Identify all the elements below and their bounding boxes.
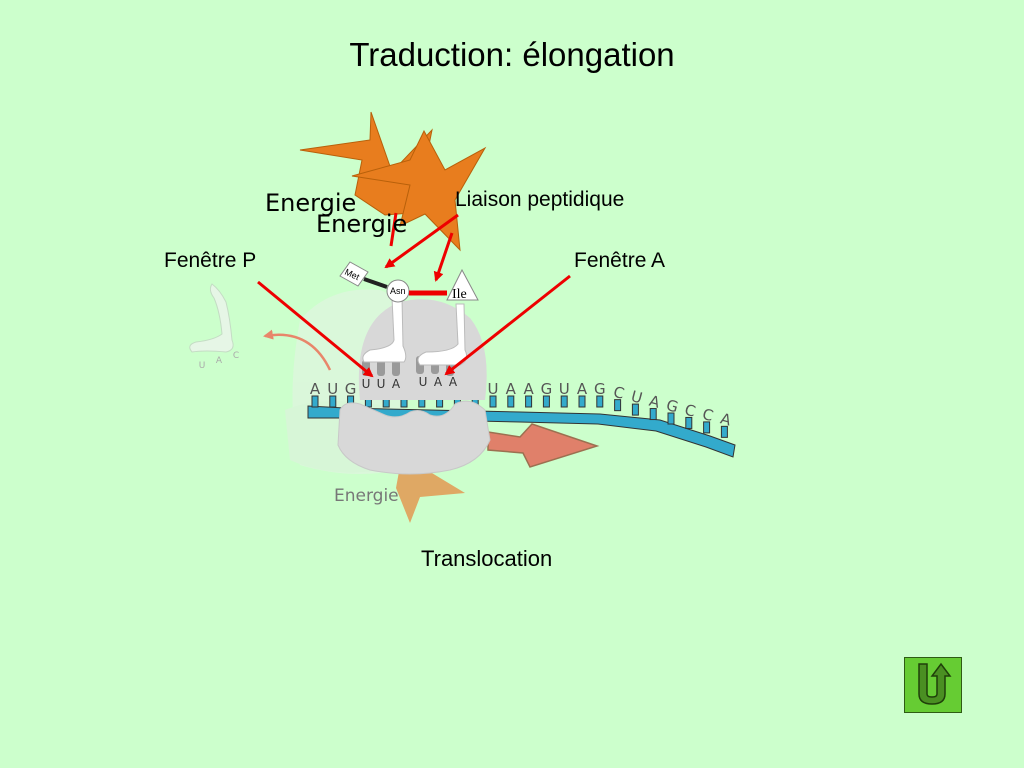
anticodon-base: C (233, 351, 239, 361)
mrna-base-tooth (329, 395, 337, 408)
translocation-arrow (487, 423, 600, 468)
anticodon-base: A (434, 375, 443, 389)
mrna-base-letter: C (701, 405, 716, 425)
mrna-base-tooth (649, 408, 657, 421)
mrna-base-letter: C (612, 383, 627, 403)
mrna-base-tooth (685, 416, 693, 429)
anticodon-base: A (216, 356, 223, 366)
mrna-base-letter: A (577, 380, 588, 398)
free-trna (189, 283, 234, 353)
u-turn-arrow-icon (918, 662, 952, 705)
mrna-base-letter: A (647, 392, 662, 412)
mrna-base-letter: G (541, 380, 553, 398)
mrna-base-tooth (311, 395, 319, 408)
mrna-base-letter: U (629, 387, 644, 407)
mrna-base-tooth (560, 395, 568, 408)
energy-label-1: Energie (265, 189, 357, 217)
mrna-teeth (311, 395, 728, 438)
mrna-base-letter: G (345, 380, 357, 398)
mrna-base-letter: G (664, 396, 680, 416)
anticodon-base: U (362, 377, 371, 391)
mrna-base-tooth (631, 403, 639, 416)
page-title: Traduction: élongation (349, 36, 675, 73)
mrna-base-letter: A (523, 380, 534, 398)
anticodon-base: A (392, 377, 401, 391)
anticodon-base: U (377, 377, 386, 391)
mrna-base-tooth (489, 395, 497, 408)
anticodon-base: U (199, 361, 206, 371)
mrna-base-letter: A (506, 380, 517, 398)
exit-arrow (263, 329, 332, 371)
red-arrows (257, 212, 571, 378)
mrna-base-tooth (667, 412, 675, 425)
amino-acid-ile: Ile (452, 287, 467, 302)
energy-label-3: Energie (334, 486, 399, 506)
back-button[interactable] (904, 657, 962, 713)
mrna-base-letter: A (718, 409, 733, 429)
mrna-base-tooth (720, 425, 728, 438)
mrna-base-tooth (703, 421, 711, 434)
mrna-base-tooth (596, 395, 604, 408)
mrna-base-letter: U (327, 380, 338, 398)
mrna-base-letter: U (559, 380, 570, 398)
mrna-base-tooth (542, 395, 550, 408)
mrna-base-letter: G (594, 380, 606, 398)
p-site-label: Fenêtre P (164, 249, 257, 272)
mrna-base-letter: U (488, 380, 499, 398)
amino-acid-asn: Asn (390, 286, 406, 296)
peptide-bond-label: Liaison peptidique (455, 188, 625, 211)
translocation-label: Translocation (421, 546, 553, 571)
mrna-base-tooth (614, 399, 622, 412)
mrna-base-tooth (525, 395, 533, 408)
mrna-base-tooth (507, 395, 515, 408)
a-site-label: Fenêtre A (574, 249, 666, 272)
peptide-chain (339, 261, 479, 303)
energy-label-2: Energie (316, 210, 408, 238)
trna-p-site (362, 297, 407, 363)
mrna-base-letter: C (683, 401, 698, 421)
mrna-base-letter: A (310, 380, 321, 398)
anticodon-base: U (419, 375, 428, 389)
mrna-base-tooth (578, 395, 586, 408)
ribosome-small-subunit (337, 400, 491, 475)
anticodon-base: A (449, 375, 458, 389)
